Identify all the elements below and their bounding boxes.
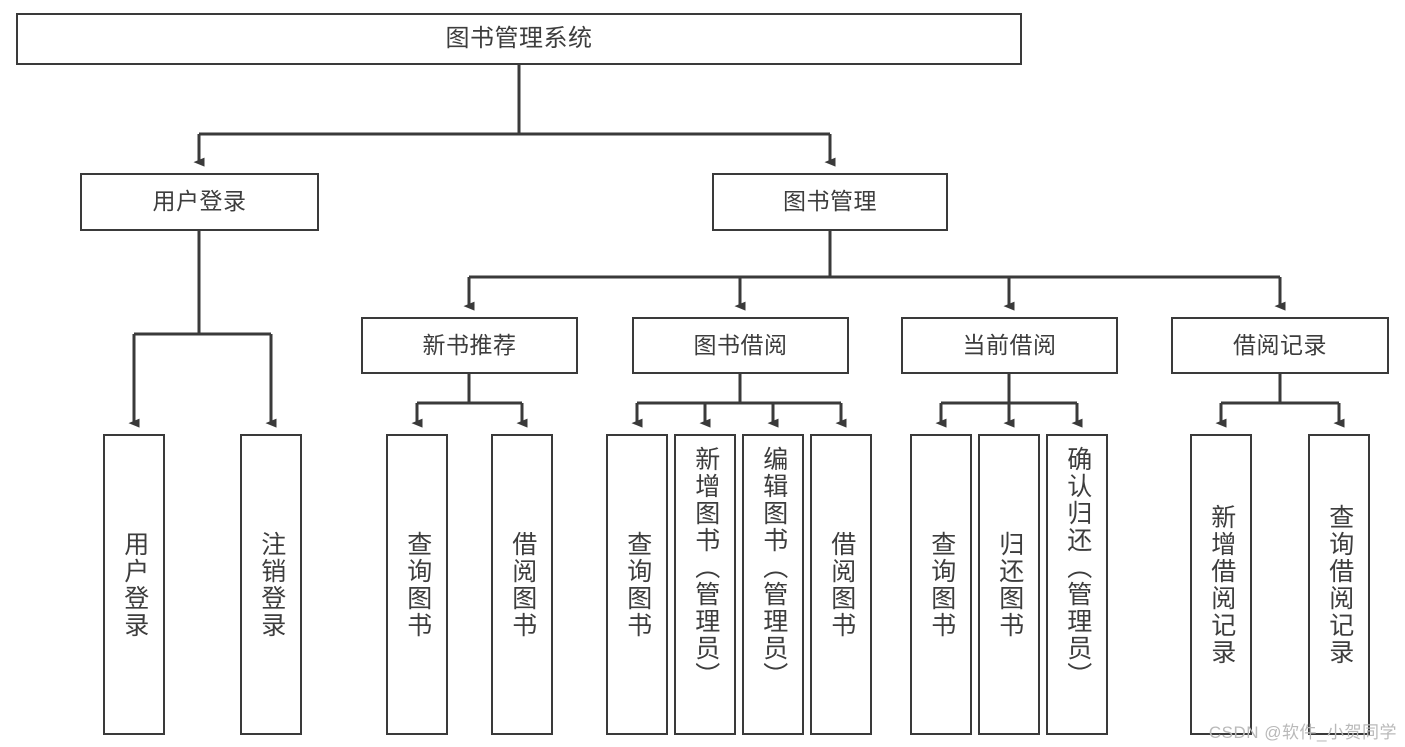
node-label: 查询借阅记录 — [1325, 503, 1354, 666]
node-root-system[interactable]: 图书管理系统 — [16, 13, 1022, 65]
node-label: 新书推荐 — [422, 331, 517, 358]
node-label: 新增借阅记录 — [1207, 503, 1236, 666]
leaf-current-borrow-confirm-return-admin[interactable]: 确认归还（管理员） — [1046, 434, 1108, 735]
leaf-book-borrow-query-book[interactable]: 查询图书 — [606, 434, 668, 735]
node-current-borrow[interactable]: 当前借阅 — [901, 317, 1118, 374]
leaf-user-login-login[interactable]: 用户登录 — [103, 434, 165, 735]
node-label: 图书借阅 — [693, 331, 788, 358]
node-label: 借阅图书 — [827, 530, 856, 639]
leaf-user-login-logout[interactable]: 注销登录 — [240, 434, 302, 735]
leaf-current-borrow-return-book[interactable]: 归还图书 — [978, 434, 1040, 735]
node-book-borrow[interactable]: 图书借阅 — [632, 317, 849, 374]
node-book-management[interactable]: 图书管理 — [712, 173, 948, 231]
node-label: 查询图书 — [623, 530, 652, 639]
watermark-text: CSDN @软件_小贺同学 — [1208, 723, 1397, 742]
leaf-new-book-borrow-book[interactable]: 借阅图书 — [491, 434, 553, 735]
leaf-book-borrow-add-book-admin[interactable]: 新增图书（管理员） — [674, 434, 736, 735]
leaf-book-borrow-edit-book-admin[interactable]: 编辑图书（管理员） — [742, 434, 804, 735]
leaf-borrow-record-query-record[interactable]: 查询借阅记录 — [1308, 434, 1370, 735]
node-label: 图书管理 — [783, 188, 877, 215]
node-label: 确认归还（管理员） — [1063, 446, 1092, 689]
leaf-borrow-record-add-record[interactable]: 新增借阅记录 — [1190, 434, 1252, 735]
node-label: 当前借阅 — [962, 331, 1057, 358]
leaf-current-borrow-query-book[interactable]: 查询图书 — [910, 434, 972, 735]
node-label: 查询图书 — [403, 530, 432, 639]
node-label: 借阅记录 — [1233, 331, 1327, 358]
leaf-book-borrow-borrow-book[interactable]: 借阅图书 — [810, 434, 872, 735]
node-user-login[interactable]: 用户登录 — [80, 173, 319, 231]
node-label: 借阅图书 — [508, 530, 537, 639]
node-label: 归还图书 — [995, 530, 1024, 639]
leaf-new-book-query-book[interactable]: 查询图书 — [386, 434, 448, 735]
node-label: 图书管理系统 — [445, 24, 593, 52]
node-label: 编辑图书（管理员） — [759, 446, 788, 689]
node-label: 新增图书（管理员） — [691, 446, 720, 689]
node-label: 用户登录 — [120, 530, 149, 639]
node-borrow-record[interactable]: 借阅记录 — [1171, 317, 1389, 374]
node-label: 用户登录 — [152, 188, 247, 215]
node-new-book-recommend[interactable]: 新书推荐 — [361, 317, 578, 374]
node-label: 注销登录 — [257, 530, 286, 639]
node-label: 查询图书 — [927, 530, 956, 639]
